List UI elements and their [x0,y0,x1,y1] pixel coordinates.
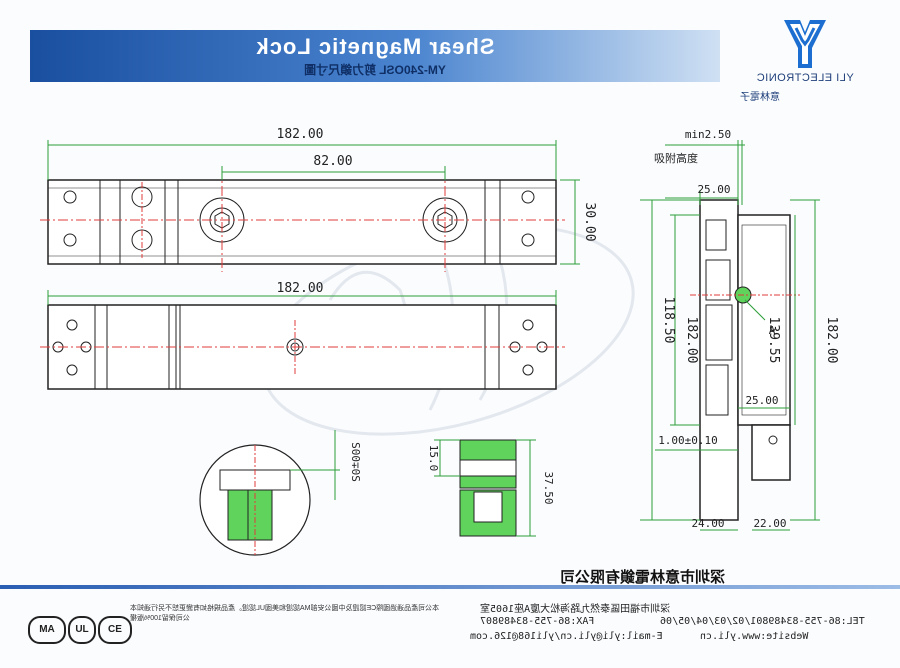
company-tel: TEL:86-755-83489801/02/03/04/05/06 [660,616,865,627]
ma-cert-icon: MA [28,616,66,644]
company-name: 深圳市意林電鎖有限公司 [560,569,726,586]
dim-side-25b: 25.00 [745,394,778,407]
certification-badges: MA UL CE [28,616,138,644]
dim-side-139: 139.55 [766,317,781,364]
dim-detail-ref: S00∓0S [349,442,362,482]
dim-top-width: 30.00 [582,202,597,241]
dim-side-25a: 25.00 [697,183,730,196]
detail-view [199,430,340,556]
dim-bottom-length: 182.00 [277,281,324,296]
dim-side-182-right: 182.00 [824,317,839,364]
callout-a: A [769,324,776,337]
ul-cert-icon: UL [68,616,96,644]
dim-side-118: 118.50 [661,297,676,344]
dim-side-24: 24.00 [691,517,724,530]
company-fax: FAX:86-755-83489807 [480,616,595,627]
dim-side-182-left: 182.00 [684,317,699,364]
ce-cert-icon: CE [98,616,132,644]
logo-mark-icon [784,20,826,68]
dim-top-length: 182.00 [277,127,324,142]
legal-notice: 本公司產品通過國際CE認證及中國公安部MA認證和美國UL認證。產品規格如有變更恕… [130,605,440,622]
dim-small-37: 37.50 [542,471,555,504]
small-part-view [434,439,536,537]
dim-top-hole-spacing: 82.00 [313,154,352,169]
company-address: 深圳市福田區泰然九路海松大廈A座1605室 [480,604,671,615]
dim-side-gap-label: 吸附高度 [654,151,698,165]
company-email: E-mail:yli@yli.cn/yli168@126.com [470,631,663,642]
dim-small-15: 15.0 [427,445,440,472]
bottom-view [40,290,565,390]
company-website: Website:www.yli.cn [700,631,809,642]
footer-divider [0,585,900,589]
company-logo: YLI ELECTRONIC 意林電子 [740,18,870,108]
dim-side-min-gap: min2.50 [685,128,731,141]
side-view [640,140,820,531]
title-banner: Shear Magnetic Lock YM-240OSL 剪力鎖尺寸圖 [30,30,720,82]
top-view [40,140,580,272]
dim-side-22: 22.00 [753,517,786,530]
dim-side-tolerance: 1.00±0.10 [658,434,718,447]
